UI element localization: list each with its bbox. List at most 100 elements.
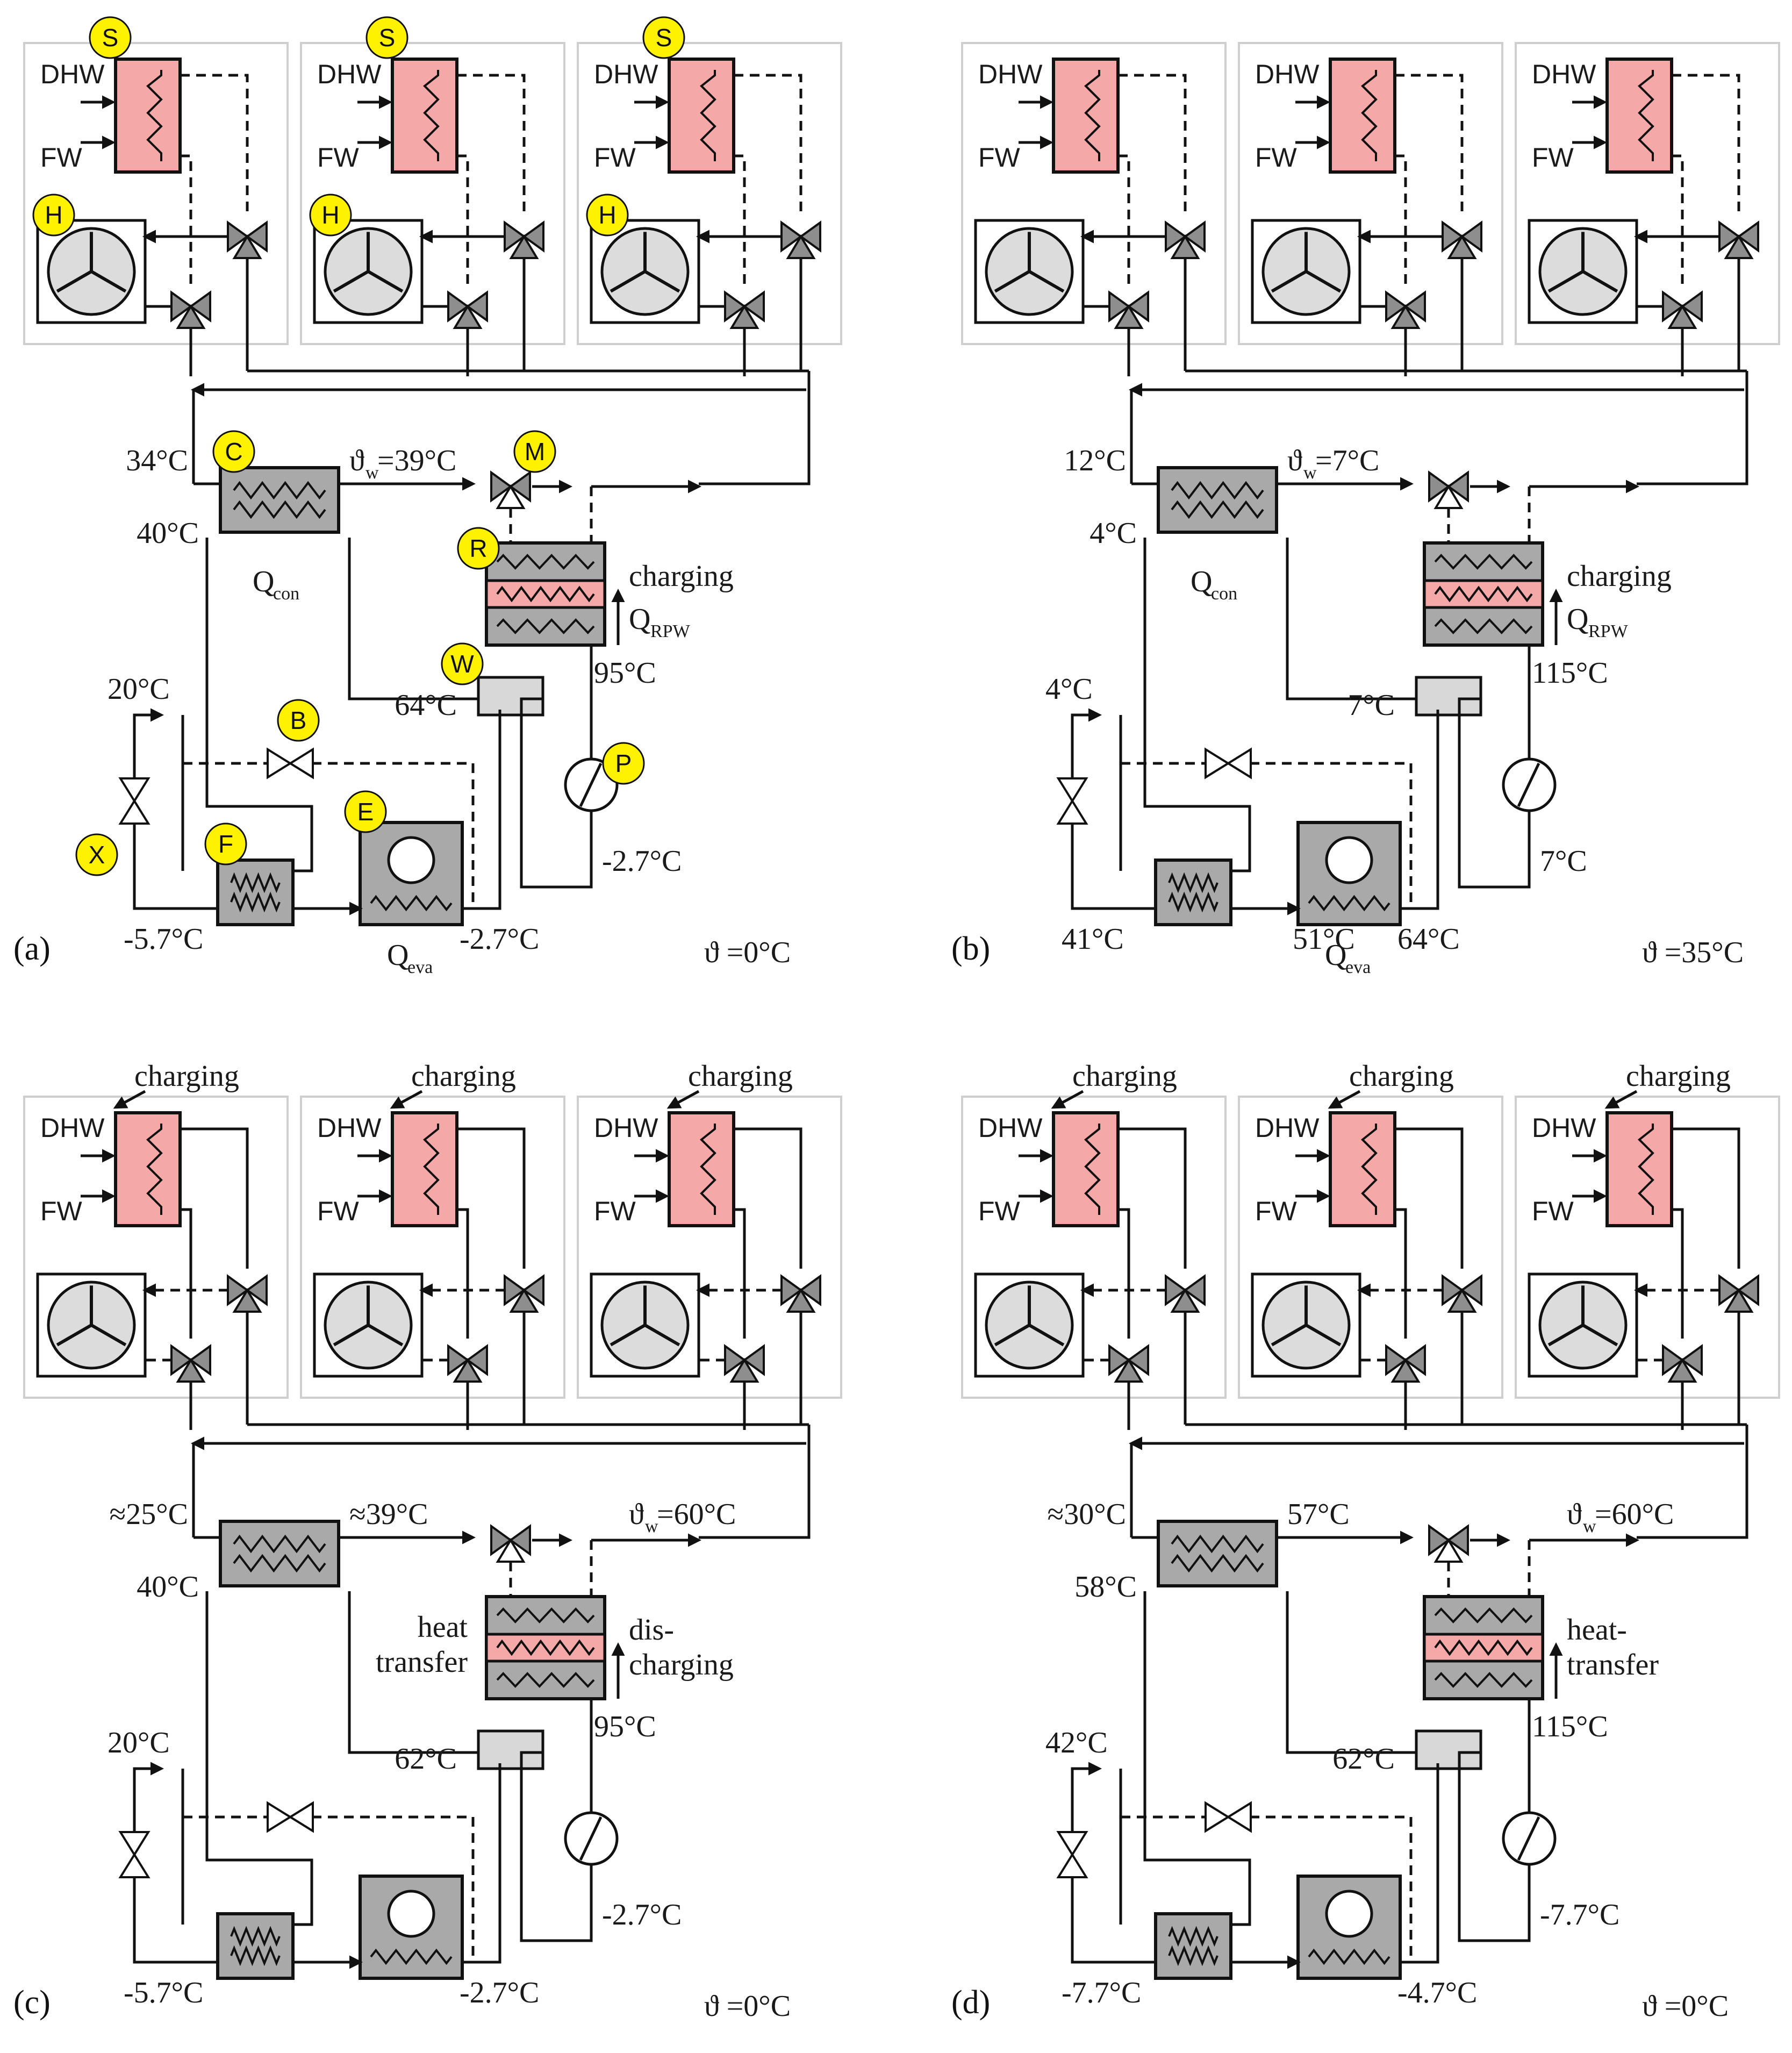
fan-icon (600, 227, 690, 316)
pipe (180, 74, 249, 215)
water-temp-symbol: ϑ (1567, 1498, 1582, 1531)
dhw-label: DHW (1255, 59, 1320, 89)
bypass-valve (267, 747, 314, 779)
hx-plate (1434, 554, 1533, 570)
dhw-label: DHW (1255, 1113, 1320, 1143)
hx-plate (233, 1534, 326, 1554)
pipe (312, 762, 475, 909)
pipe (1118, 154, 1130, 285)
unit-frame (300, 42, 565, 345)
pipe (1458, 1751, 1531, 1942)
storage-mode-label-2: transfer (1567, 1648, 1659, 1682)
panel-label: (d) (951, 1984, 990, 2021)
dhw-tank (114, 58, 182, 174)
heat-note: heat (418, 1611, 468, 1644)
temp-left-top: 4°C (1045, 673, 1093, 706)
hx-plate (233, 1554, 326, 1573)
pipe (390, 1090, 423, 1109)
three-way-valve (1108, 290, 1149, 329)
separator (477, 676, 544, 717)
pipe (133, 708, 164, 779)
pipe (1118, 1208, 1130, 1339)
dhw-tank (1052, 1111, 1120, 1227)
hx-plate (1434, 1672, 1533, 1688)
three-way-valve (1718, 220, 1759, 259)
temp-left-bot: 41°C (1062, 922, 1124, 956)
dhw-label: DHW (978, 1113, 1043, 1143)
hx-plate (230, 872, 281, 893)
svg-text:R: R (469, 534, 487, 562)
evaporator (359, 1875, 464, 1980)
q-rpw-label: Q (1567, 603, 1588, 636)
temp-left-bot: -5.7°C (124, 922, 203, 956)
expansion-valve (1056, 777, 1088, 825)
fw-label: FW (1532, 1196, 1574, 1226)
tank-coil (1084, 1124, 1101, 1215)
pipe (1250, 1815, 1413, 1962)
badge-s: S (642, 16, 685, 59)
consumer-unit: DHW FW (1238, 42, 1503, 376)
hx-plate (1434, 618, 1533, 634)
temp-hx-out: 58°C (1074, 1570, 1137, 1604)
pipe (133, 1876, 218, 1964)
pipe (457, 154, 469, 285)
badge-e: E (344, 790, 387, 833)
tank-coil (1638, 70, 1654, 161)
pipe (457, 74, 526, 215)
dhw-tank (391, 58, 458, 174)
pipe (1395, 1208, 1407, 1339)
storage-mode-label: dis- (629, 1613, 674, 1647)
pipe (520, 697, 593, 889)
badge-b: B (277, 699, 320, 742)
pipe (520, 1751, 593, 1942)
pump-icon (564, 1811, 619, 1866)
tank-coil (1084, 70, 1101, 161)
pipe (180, 1127, 249, 1269)
evaporator (1296, 1875, 1402, 1980)
q-con-label: Q (1191, 565, 1212, 598)
hx-plate (496, 618, 595, 634)
water-temp-value: =60°C (1595, 1498, 1674, 1531)
tank-coil (146, 1124, 163, 1215)
dhw-tank (1329, 58, 1396, 174)
dhw-tank (114, 1111, 182, 1227)
pipe (1637, 371, 1748, 485)
svg-text:S: S (102, 24, 119, 52)
hx-plate (230, 891, 281, 913)
hx-plate (1168, 872, 1218, 893)
three-way-valve (170, 290, 211, 329)
hx-plate (1308, 895, 1390, 912)
fw-label: FW (1255, 142, 1298, 173)
badge-h: H (586, 194, 629, 237)
fw-label: FW (978, 1196, 1021, 1226)
pipe (180, 1208, 192, 1339)
pipe (1672, 1127, 1740, 1269)
temp-store-out: 95°C (594, 656, 656, 690)
bypass-valve (1205, 1801, 1252, 1833)
pipe (1672, 74, 1740, 215)
temp-pump: -2.7°C (602, 845, 682, 878)
three-way-valve (447, 290, 488, 329)
fan-icon (47, 1281, 136, 1370)
hx-plate (496, 1639, 595, 1656)
evaporator (359, 821, 464, 926)
temp-left-bot: -7.7°C (1062, 1976, 1141, 2009)
tank-coil (423, 1124, 440, 1215)
pipe (1400, 710, 1439, 910)
tank-coil (146, 70, 163, 161)
dhw-tank (1605, 58, 1673, 174)
three-way-valve (1385, 1344, 1426, 1383)
charging-label: charging (134, 1060, 239, 1093)
temp-mid-top: 57°C (1287, 1498, 1350, 1531)
hx-plate (1168, 891, 1218, 913)
pipe (348, 538, 478, 700)
pipe (1071, 708, 1102, 779)
temp-left-top: 20°C (107, 673, 170, 706)
temp-separator: 64°C (395, 689, 457, 722)
pipe (1458, 697, 1531, 889)
